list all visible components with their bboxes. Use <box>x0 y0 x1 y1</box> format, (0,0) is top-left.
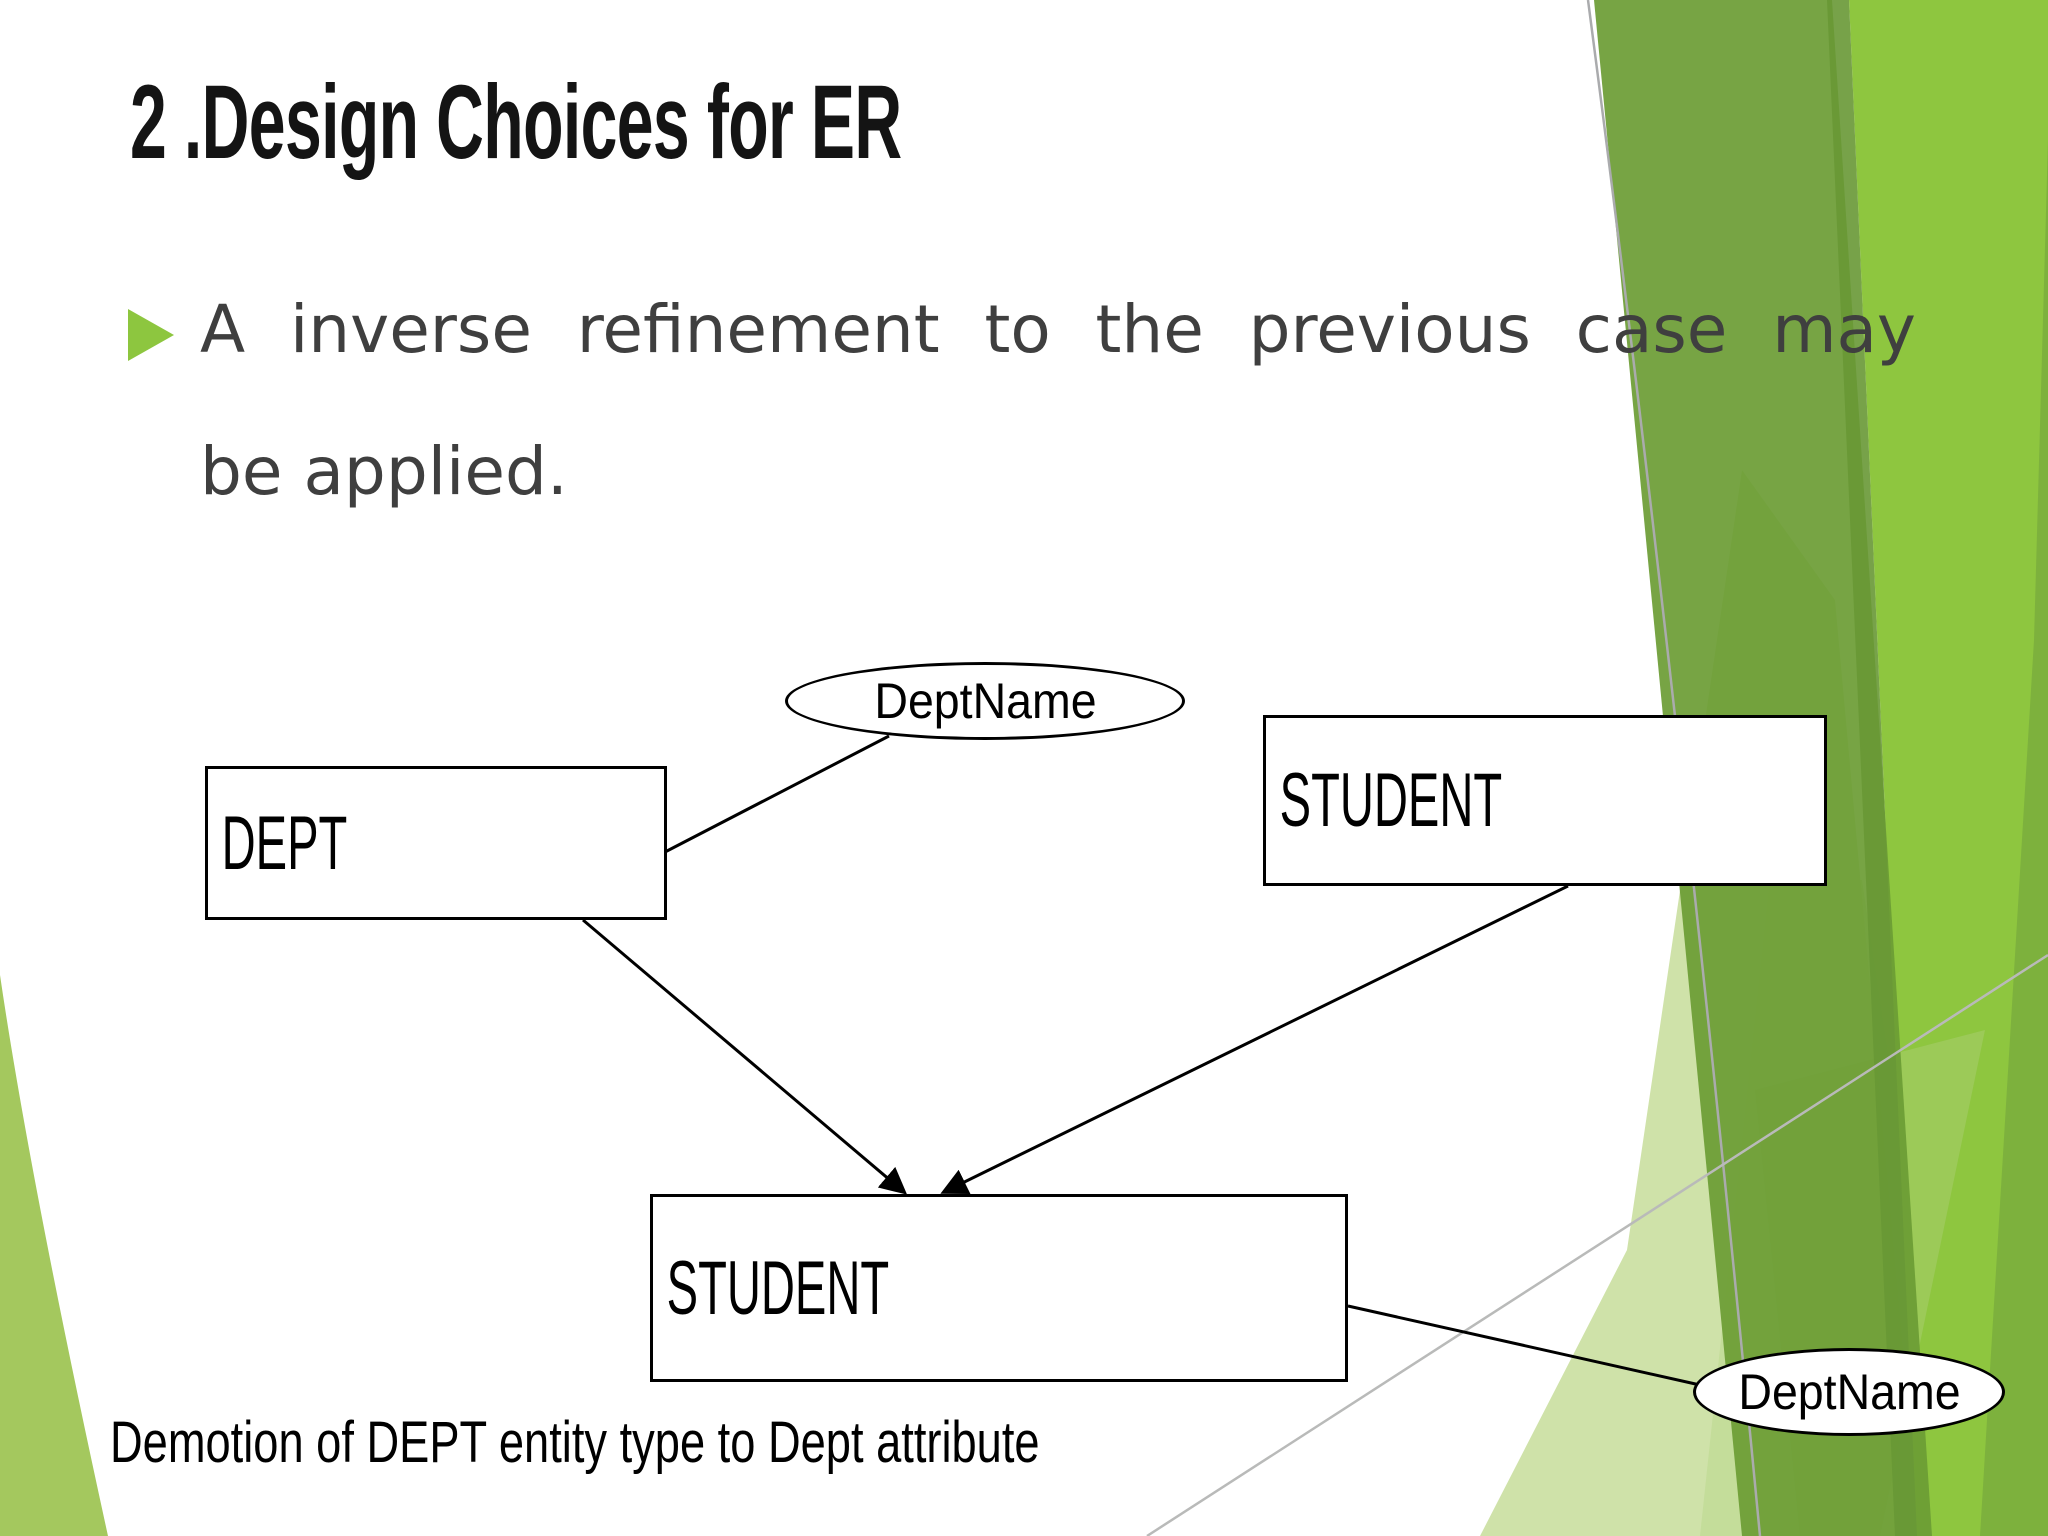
entity-box-student-top: STUDENT <box>1263 715 1827 886</box>
connector-dept-student-arrow <box>582 918 908 1195</box>
bright-green-band <box>1849 0 2048 1536</box>
entity-box-student-bottom: STUDENT <box>650 1194 1348 1382</box>
bullet-triangle-icon <box>128 309 174 361</box>
page-title: 2 .Design Choices for ER <box>130 64 902 181</box>
attribute-ellipse-deptname-bottom: DeptName <box>1693 1348 2005 1436</box>
connector-studenttop-student-arrow <box>940 884 1569 1195</box>
entity-label-student-top: STUDENT <box>1279 758 1503 843</box>
attribute-ellipse-deptname-top: DeptName <box>785 662 1185 740</box>
connector-student-deptname <box>1347 1304 1701 1387</box>
dark-green-streak <box>1827 0 1917 1536</box>
attribute-label-deptname-top: DeptName <box>873 673 1097 729</box>
gray-accent-line-diagonal <box>1146 953 2048 1536</box>
bullet-line-2: be applied. <box>200 433 568 510</box>
entity-label-student-bottom: STUDENT <box>666 1245 890 1331</box>
connector-dept-deptname <box>664 734 890 854</box>
entity-box-dept: DEPT <box>205 766 667 920</box>
right-edge-dark-fringe <box>1980 140 2048 1536</box>
bullet-text: A inverse refinement to the previous cas… <box>200 259 1916 543</box>
attribute-label-deptname-bottom: DeptName <box>1737 1364 1961 1420</box>
diagram-caption: Demotion of DEPT entity type to Dept att… <box>110 1410 1040 1475</box>
bullet-line-1: A inverse refinement to the previous cas… <box>200 291 1916 368</box>
bottom-left-green-wedge <box>0 975 108 1536</box>
entity-label-dept: DEPT <box>221 800 348 886</box>
